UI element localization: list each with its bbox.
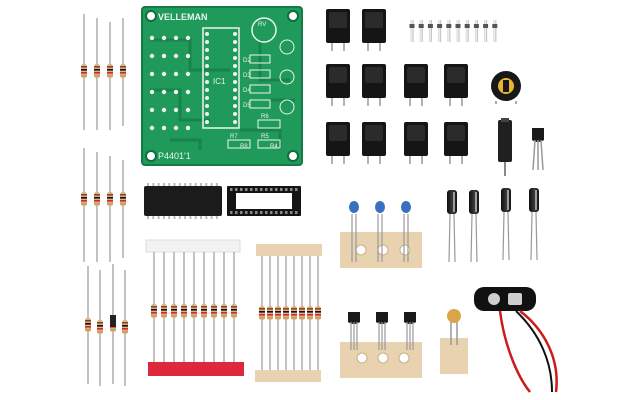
resistor-taped	[191, 252, 197, 362]
pcb-label-d3: D3	[243, 73, 251, 79]
pcb-label-rv: RV	[258, 22, 266, 28]
pcb-label-r6: R6	[261, 114, 269, 120]
resistor-taped	[267, 256, 273, 370]
resistor-taped	[231, 252, 237, 362]
resistor-taped	[181, 252, 187, 362]
resistor-loose	[107, 156, 113, 262]
resistor-loose	[85, 266, 91, 384]
pcb-label-r5: R5	[261, 134, 269, 140]
resistor-taped	[171, 252, 177, 362]
header-pin	[409, 20, 415, 42]
header-pin	[483, 20, 489, 42]
mounting-hole	[145, 10, 157, 22]
resistor-taped	[211, 252, 217, 362]
pcb-part-number: P4401'1	[158, 151, 191, 161]
tantalum-capacitor	[440, 309, 468, 374]
resistor-taped	[291, 256, 297, 370]
resistor-loose	[120, 18, 126, 126]
resistor-loose	[94, 152, 100, 262]
ceramic-capacitor	[375, 201, 385, 262]
pushbutton	[362, 9, 386, 51]
pcb-label-d5: D5	[243, 103, 251, 109]
header-pin	[455, 20, 461, 42]
resistor-taped	[151, 252, 157, 362]
pushbutton	[404, 122, 428, 164]
ceramic-capacitor	[401, 201, 411, 262]
pushbutton	[326, 64, 350, 106]
resistor-loose	[97, 270, 103, 386]
header-pin	[473, 20, 479, 42]
mounting-hole	[287, 150, 299, 162]
resistor-group-left	[81, 14, 128, 386]
resistor-tape-strip-1	[145, 239, 244, 376]
pcb-label-r7: R7	[230, 134, 238, 140]
electrolytic-capacitor	[469, 190, 479, 263]
pushbutton	[362, 122, 386, 164]
transistor-single	[532, 128, 544, 171]
header-pin	[464, 20, 470, 42]
piezo-buzzer	[498, 118, 512, 176]
pcb-brand-label: VELLEMAN	[158, 12, 208, 22]
resistor-loose	[120, 160, 126, 258]
pcb-board: VELLEMAN P4401'1 IC1 RV R7 R6 R5 R4 R8 D…	[141, 6, 303, 166]
electrolytic-capacitor	[529, 188, 539, 261]
header-pin	[492, 20, 498, 42]
resistor-tape-strip-2	[255, 244, 322, 382]
resistor-taped	[259, 256, 265, 370]
diode	[110, 315, 116, 327]
resistor-taped	[283, 256, 289, 370]
resistor-loose	[122, 270, 128, 386]
ceramic-capacitor	[349, 201, 359, 262]
transistor-taped	[348, 312, 360, 350]
pushbutton	[404, 64, 428, 106]
resistor-taped	[275, 256, 281, 370]
pushbutton-group	[326, 9, 468, 164]
resistor-taped	[221, 252, 227, 362]
header-pin	[446, 20, 452, 42]
ceramic-capacitor-tape	[340, 201, 422, 268]
battery-clip	[474, 287, 558, 393]
electrolytic-capacitor	[447, 190, 457, 263]
resistor-taped	[161, 252, 167, 362]
pushbutton	[444, 64, 468, 106]
transistor-tape	[340, 312, 422, 378]
resistor-loose	[81, 14, 87, 130]
pcb-label-r8: R8	[240, 144, 248, 150]
transistor-taped	[404, 312, 416, 350]
electrolytic-capacitor-group	[447, 188, 539, 263]
header-pin	[437, 20, 443, 42]
resistor-taped	[307, 256, 313, 370]
pin-header-group	[409, 20, 498, 42]
mounting-hole	[145, 150, 157, 162]
electrolytic-capacitor	[501, 188, 511, 261]
pcb-label-r4: R4	[270, 144, 278, 150]
pushbutton	[326, 9, 350, 51]
header-pin	[418, 20, 424, 42]
pushbutton	[444, 122, 468, 164]
resistor-loose	[107, 22, 113, 130]
ic-socket	[227, 186, 301, 216]
header-pin	[427, 20, 433, 42]
resistor-taped	[315, 256, 321, 370]
trimmer-footprint	[251, 17, 277, 43]
pushbutton	[362, 64, 386, 106]
ic-footprint	[202, 27, 240, 129]
mounting-hole	[287, 10, 299, 22]
pushbutton	[326, 122, 350, 164]
transistor-taped	[376, 312, 388, 350]
resistor-loose	[81, 148, 87, 262]
resistor-loose	[94, 18, 100, 130]
ic-chip	[144, 183, 222, 219]
pcb-label-d2: D2	[243, 58, 251, 64]
pcb-ic-label: IC1	[213, 77, 226, 86]
pcb-label-d4: D4	[243, 88, 251, 94]
trimmer-potentiometer	[491, 71, 521, 104]
resistor-taped	[299, 256, 305, 370]
resistor-taped	[201, 252, 207, 362]
